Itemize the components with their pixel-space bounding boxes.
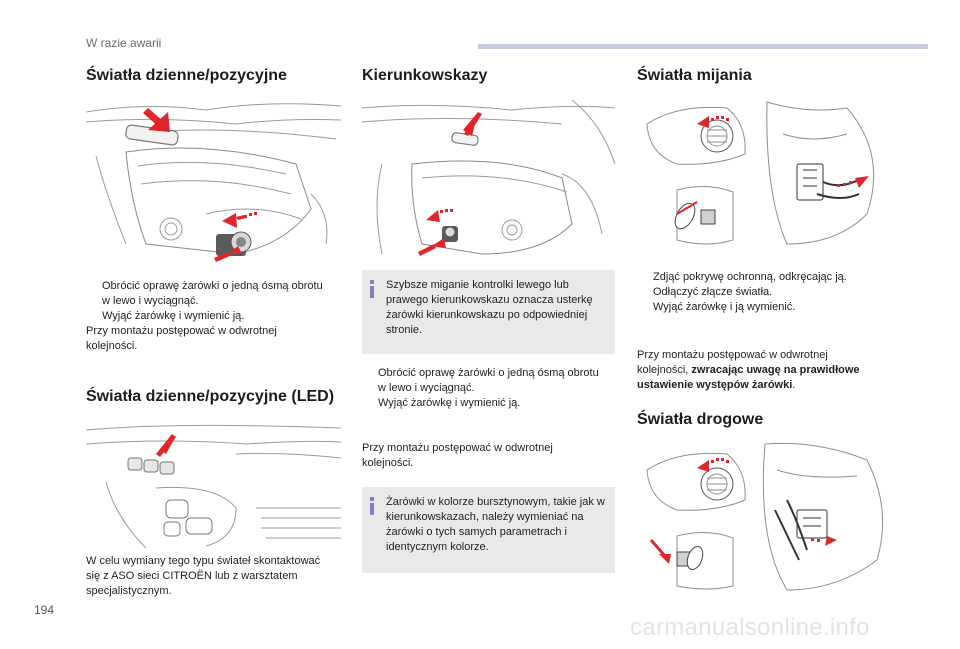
- heading-daytime-lights: Światła dzienne/pozycyjne: [86, 67, 287, 84]
- turn-signal-assembly-note: Przy montażu postępować w odwrotnej kole…: [362, 442, 553, 469]
- step-item: Obrócić oprawę żarówki o jedną ósmą obro…: [86, 279, 326, 309]
- info-icon: [370, 280, 374, 298]
- bullet-marker: [362, 396, 378, 411]
- step-item: Wyjąć żarówkę i ją wymienić.: [637, 300, 890, 315]
- info-box-amber-bulbs: Żarówki w kolorze bursztynowym, takie ja…: [362, 487, 615, 573]
- heading-low-beam: Światła mijania: [637, 67, 752, 84]
- step-item: Wyjąć żarówkę i wymienić ją.: [86, 309, 326, 324]
- info-icon: [370, 497, 374, 515]
- heading-turn-signals: Kierunkowskazy: [362, 67, 488, 84]
- bullet-marker: [86, 279, 102, 309]
- step-item: Wyjąć żarówkę i wymienić ją.: [362, 396, 602, 411]
- low-beam-steps: Zdjąć pokrywę ochronną, odkręcając ją. O…: [637, 270, 890, 315]
- step-item: Odłączyć złącze światła.: [637, 285, 890, 300]
- step-item: Obrócić oprawę żarówki o jedną ósmą obro…: [362, 366, 602, 396]
- bullet-marker: [637, 300, 653, 315]
- figure-daytime-lights-led: [86, 424, 341, 549]
- heading-daytime-lights-led: Światła dzienne/pozycyjne (LED): [86, 388, 335, 405]
- bullet-marker: [637, 285, 653, 300]
- bulb-orientation-warning: zwracając uwagę na prawidłowe ustawienie…: [637, 364, 860, 391]
- info-box-fast-blinking: Szybsze miganie kontrolki lewego lub pra…: [362, 270, 615, 354]
- turn-signal-steps: Obrócić oprawę żarówki o jedną ósmą obro…: [362, 366, 602, 411]
- section-header: W razie awarii: [86, 36, 162, 50]
- figure-low-beam: [646, 101, 875, 245]
- figure-high-beam: [646, 442, 884, 591]
- page-number: 194: [34, 603, 55, 617]
- header-bar: [478, 44, 928, 49]
- heading-high-beam: Światła drogowe: [637, 411, 764, 428]
- daytime-lights-steps: Obrócić oprawę żarówki o jedną ósmą obro…: [86, 279, 326, 354]
- step-item: Zdjąć pokrywę ochronną, odkręcając ją.: [637, 270, 890, 285]
- led-note: W celu wymiany tego typu świateł skontak…: [86, 555, 321, 597]
- figure-turn-signals: [362, 99, 615, 256]
- info-text: Żarówki w kolorze bursztynowym, takie ja…: [386, 496, 605, 553]
- figure-daytime-lights: [86, 103, 341, 262]
- assembly-note: Przy montażu postępować w odwrotnej kole…: [86, 325, 277, 352]
- info-text: Szybsze miganie kontrolki lewego lub pra…: [386, 279, 593, 336]
- bullet-marker: [86, 309, 102, 324]
- bullet-marker: [362, 366, 378, 396]
- low-beam-assembly-note: Przy montażu postępować w odwrotnej kole…: [637, 349, 860, 391]
- bullet-marker: [637, 270, 653, 285]
- watermark: carmanualsonline.info: [630, 614, 870, 641]
